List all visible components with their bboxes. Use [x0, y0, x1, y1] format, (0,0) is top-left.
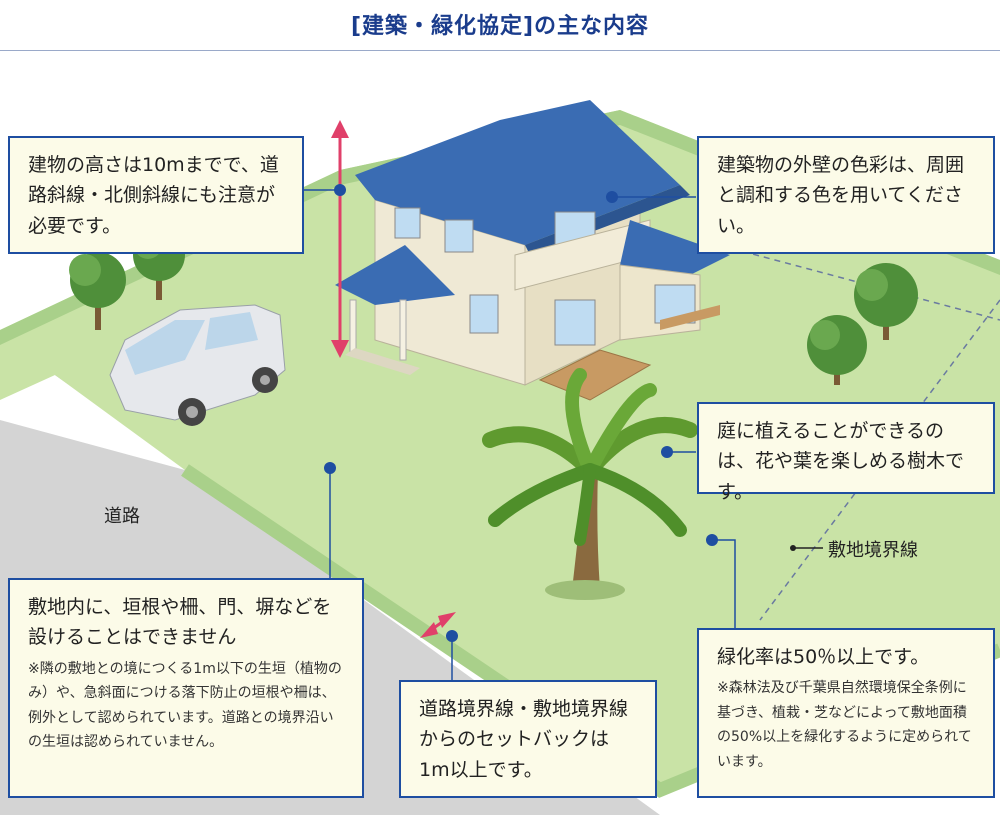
leader-dots	[324, 184, 796, 642]
tree-left-1	[69, 252, 126, 330]
lawn	[0, 110, 1000, 790]
callout-greening: 緑化率は50％以上です。 ※森林法及び千葉県自然環境保全条例に基づき、植栽・芝な…	[697, 628, 995, 798]
palm-tree	[482, 368, 698, 600]
callout-setback-text: 道路境界線・敷地境界線からのセットバックは1m以上です。	[419, 698, 629, 781]
callout-greening-main: 緑化率は50％以上です。	[717, 646, 930, 668]
title-divider	[0, 50, 1000, 51]
callout-setback: 道路境界線・敷地境界線からのセットバックは1m以上です。	[399, 680, 657, 798]
tree-right-2	[807, 315, 867, 385]
page-title: [建築・緑化協定]の主な内容	[350, 14, 650, 39]
callout-garden-text: 庭に植えることができるのは、花や葉を楽しめる樹木です。	[717, 420, 965, 503]
callout-height-text: 建物の高さは10mまでで、道路斜線・北側斜線にも注意が必要です。	[28, 154, 279, 237]
callout-fence: 敷地内に、垣根や柵、門、塀などを設けることはできません ※隣の敷地との境につくる…	[8, 578, 364, 798]
callout-fence-main: 敷地内に、垣根や柵、門、塀などを設けることはできません	[28, 596, 332, 649]
callout-garden: 庭に植えることができるのは、花や葉を楽しめる樹木です。	[697, 402, 995, 503]
road-label: 道路	[104, 506, 140, 527]
callout-greening-note: ※森林法及び千葉県自然環境保全条例に基づき、植栽・芝などによって敷地面積の50%…	[717, 680, 972, 770]
tree-right-1	[854, 263, 918, 340]
callout-height: 建物の高さは10mまでで、道路斜線・北側斜線にも注意が必要です。	[8, 136, 304, 254]
boundary-label: 敷地境界線	[828, 540, 918, 561]
car	[109, 304, 286, 426]
callout-wall-color: 建築物の外壁の色彩は、周囲と調和する色を用いてください。	[697, 136, 995, 254]
callout-fence-note: ※隣の敷地との境につくる1m以下の生垣（植物のみ）や、急斜面につける落下防止の垣…	[28, 660, 342, 751]
height-arrow	[331, 120, 349, 358]
setback-arrow	[420, 612, 456, 638]
callout-wall-color-text: 建築物の外壁の色彩は、周囲と調和する色を用いてください。	[717, 154, 965, 237]
boundary-dash	[699, 239, 1000, 321]
